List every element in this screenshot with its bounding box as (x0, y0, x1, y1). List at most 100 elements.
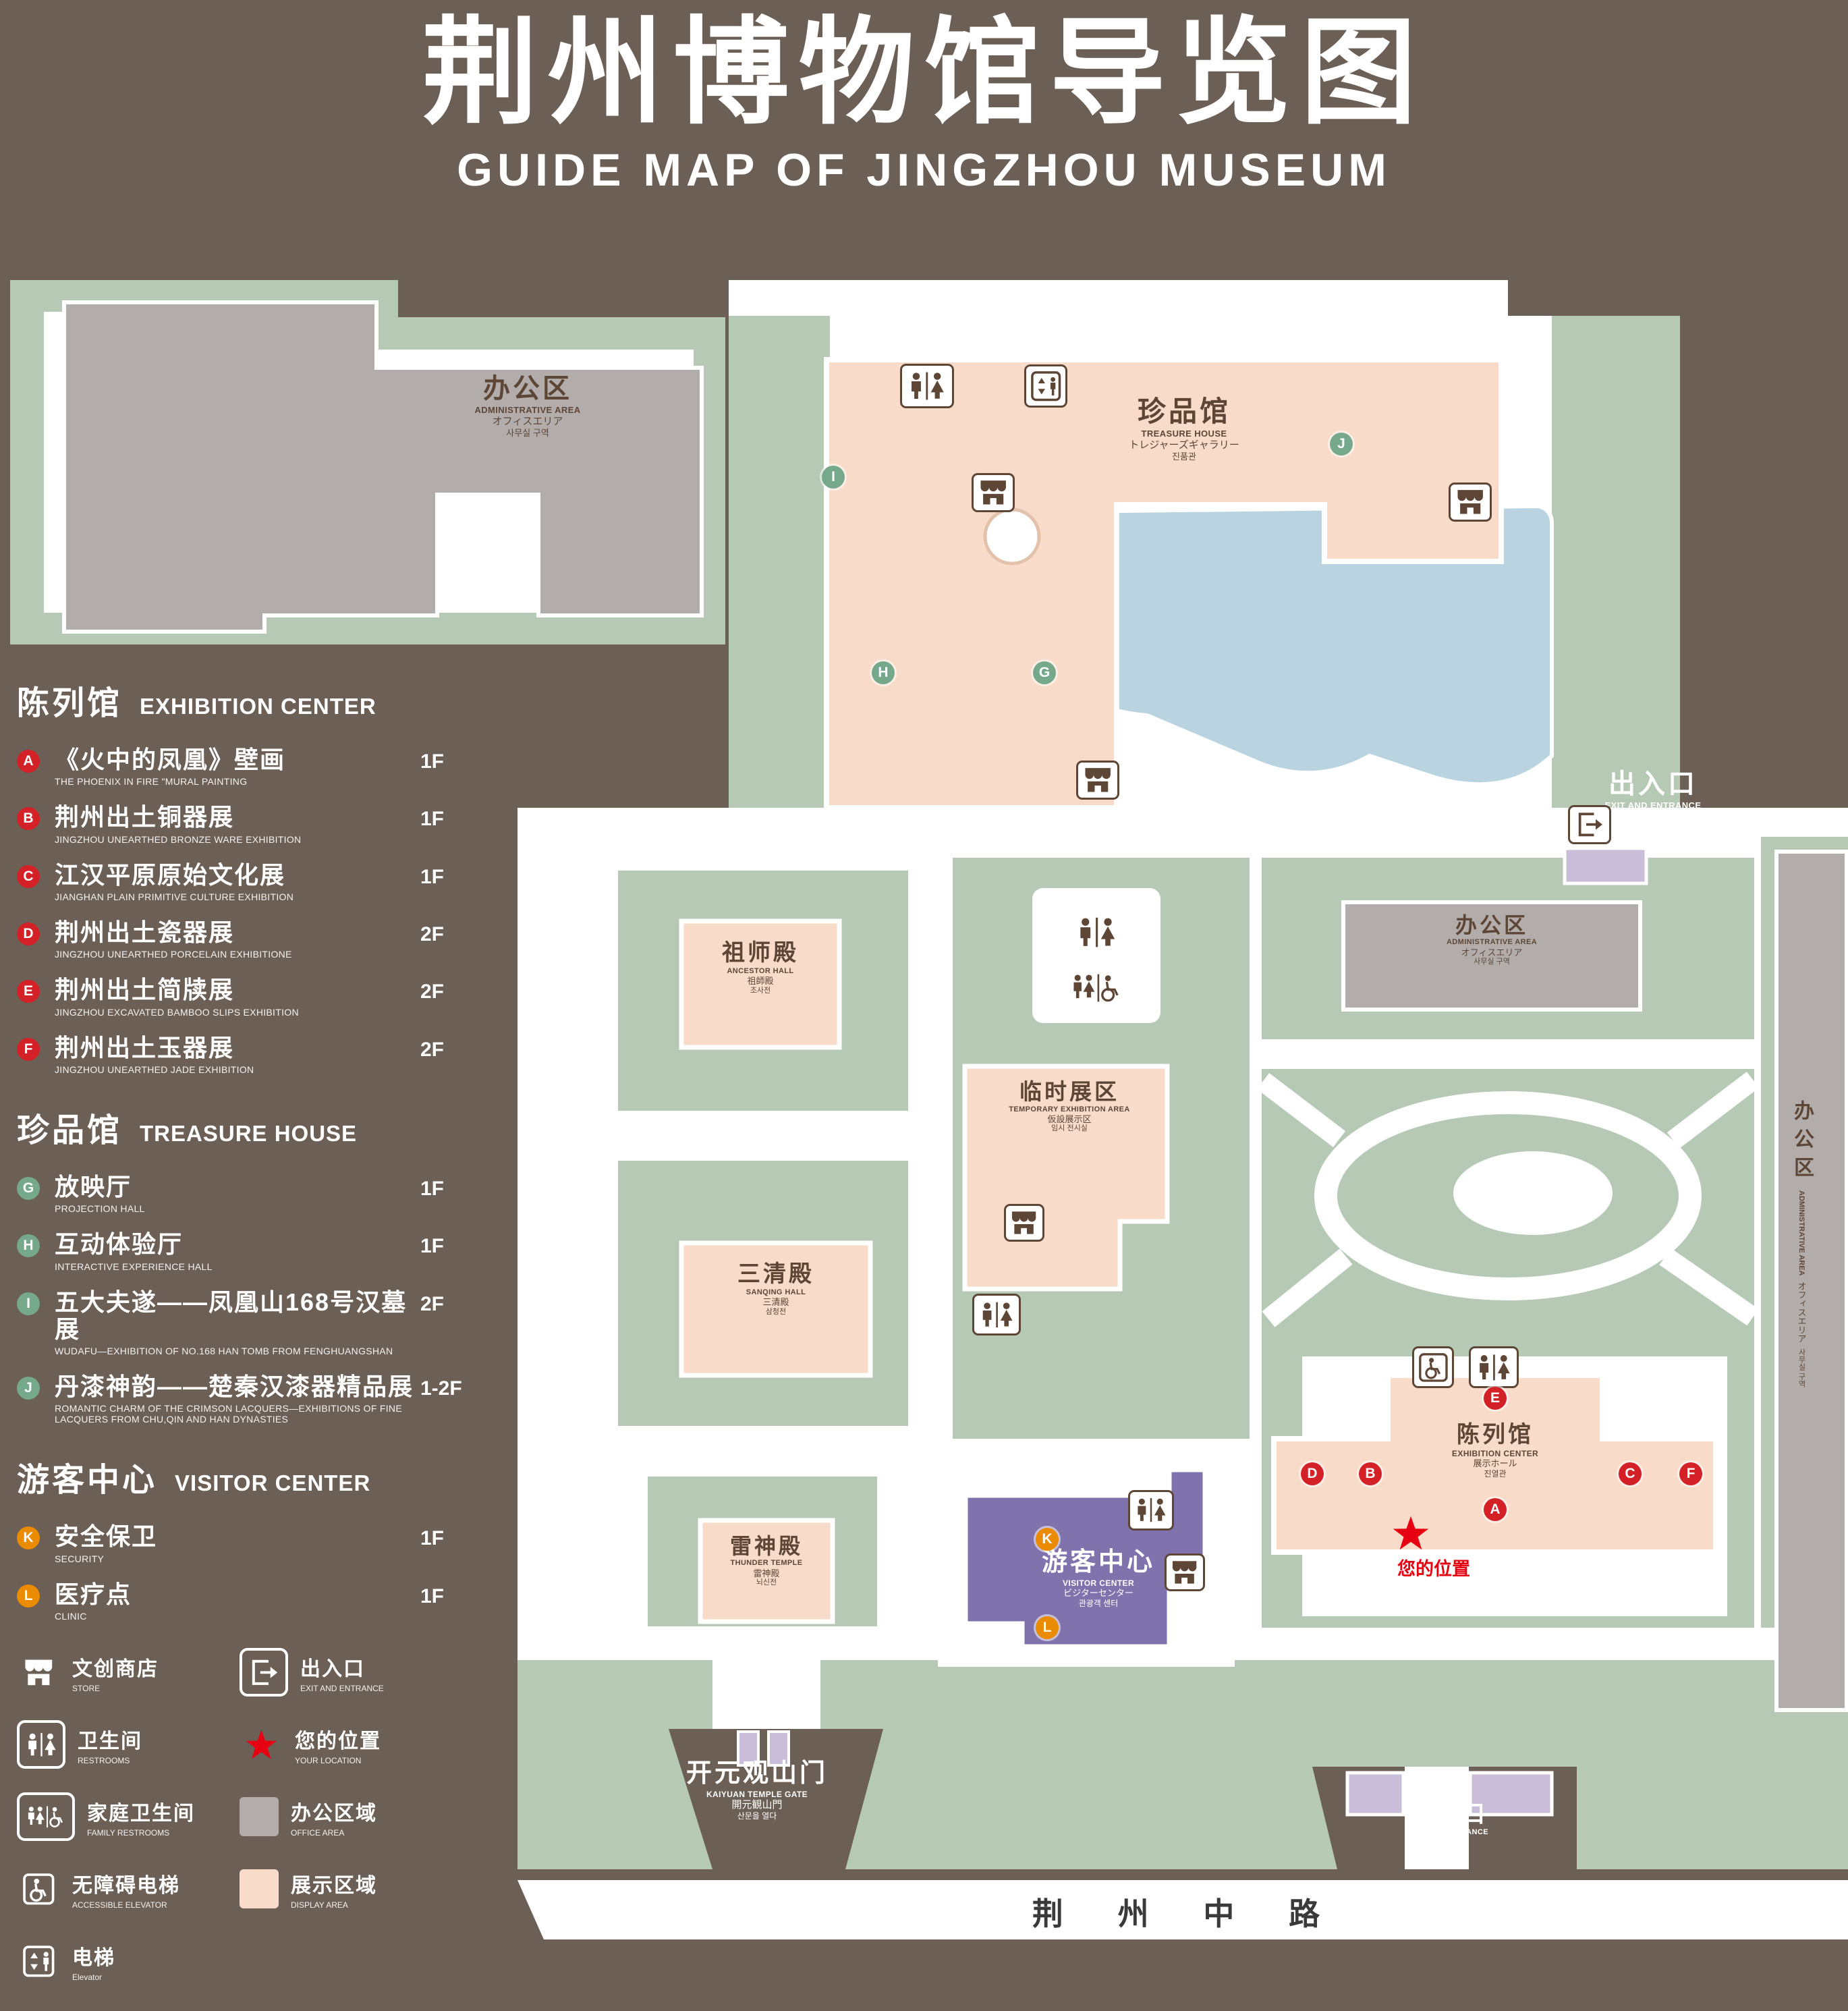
item-name-en: PROJECTION HALL (55, 1203, 145, 1215)
building-admin-right (1774, 850, 1848, 1712)
item-name-zh: 安全保卫 (55, 1522, 158, 1551)
label-admin-mid: 办公区 ADMINISTRATIVE AREA オフィスエリア 사무실 구역 (1446, 913, 1538, 966)
label-admin-topleft: 办公区 ADMINISTRATIVE AREA オフィスエリア 사무실 구역 (474, 374, 581, 438)
item-name-zh: 医疗点 (55, 1580, 132, 1608)
your-location-star-icon (240, 1723, 283, 1766)
section-title-en: TREASURE HOUSE (140, 1120, 358, 1146)
map-marker-C: C (1619, 1462, 1642, 1485)
notch-gate (669, 1729, 883, 1869)
item-floor: 1F (420, 865, 445, 888)
restroom-icon (972, 1294, 1021, 1335)
legend-section-header: 珍品馆 TREASURE HOUSE (17, 1103, 482, 1151)
map-marker-H: H (872, 661, 895, 684)
map-marker-G: G (1033, 661, 1056, 684)
store-icon (1449, 483, 1492, 522)
store-icon (17, 1651, 60, 1694)
item-floor: 1F (420, 1585, 445, 1607)
store-icon (1076, 761, 1119, 800)
item-name-zh: 互动体验厅 (55, 1230, 184, 1259)
marker-badge: E (17, 980, 40, 1003)
exit-entrance-icon (240, 1648, 288, 1697)
path-bottom-exit (1405, 1767, 1469, 1869)
restroom-icon (17, 1720, 65, 1769)
item-floor: 1F (420, 1527, 445, 1550)
zone-green-left-of-treasure (729, 316, 830, 808)
label-temporary-exhibition: 临时展区 TEMPORARY EXHIBITION AREA 仮設展示区 임시 … (1009, 1079, 1130, 1133)
restroom-icon (900, 364, 954, 408)
item-name-en: WUDAFU—EXHIBITION OF NO.168 HAN TOMB FRO… (55, 1346, 393, 1357)
marker-badge: D (17, 922, 40, 945)
item-name-en: JINGZHOU UNEARTHED PORCELAIN EXHIBITIONE (55, 949, 292, 960)
path-below-admin-mid (1262, 1039, 1754, 1069)
map-marker-F: F (1679, 1462, 1702, 1485)
elevator-icon (17, 1939, 60, 1983)
item-name-en: THE PHOENIX IN FIRE "MURAL PAINTING (55, 776, 248, 788)
legend-section-header: 游客中心 VISITOR CENTER (17, 1453, 482, 1500)
building-admin-topleft (62, 300, 704, 634)
entrance-block-gate-left (737, 1730, 760, 1767)
your-location-star-icon (1392, 1514, 1430, 1552)
item-floor: 2F (420, 981, 445, 1003)
office-area-swatch (240, 1797, 279, 1837)
poster-header: 荆州博物馆导览图 GUIDE MAP OF JINGZHOU MUSEUM (0, 12, 1848, 196)
label-admin-right: 办公区 ADMINISTRATIVE AREA オフィスエリア 사무실 구역 (1791, 1100, 1813, 1387)
family-restroom-icon (17, 1792, 75, 1842)
map-marker-E: E (1484, 1387, 1507, 1410)
label-road: 荆 州 中 路 (1032, 1896, 1343, 1931)
item-name-en: CLINIC (55, 1611, 87, 1622)
page-title: 荆州博物馆导览图 (422, 8, 1426, 138)
item-name-zh: 《火中的凤凰》壁画 (55, 746, 286, 773)
restroom-icon (1128, 1490, 1174, 1531)
item-name-zh: 荆州出土简牍展 (55, 976, 235, 1004)
item-name-en: ROMANTIC CHARM OF THE CRIMSON LACQUERS—E… (55, 1403, 402, 1425)
building-ancestor-hall (679, 918, 842, 1050)
entrance-block-top (1563, 846, 1648, 885)
legend-section-header: 陈列馆 EXHIBITION CENTER (17, 676, 482, 723)
label-kaiyuan-gate: 开元观山门 KAIYUAN TEMPLE GATE 開元観山門 산문을 열다 (685, 1759, 829, 1821)
building-thunder-temple (698, 1518, 835, 1624)
legend-item-A: A 《火中的凤凰》壁画 THE PHOENIX IN FIRE "MURAL PA… (17, 746, 482, 787)
section-title-zh: 珍品馆 (17, 1112, 123, 1149)
marker-badge: F (17, 1037, 40, 1061)
item-name-zh: 荆州出土玉器展 (55, 1033, 235, 1062)
item-floor: 1-2F (420, 1377, 462, 1400)
marker-badge: A (17, 750, 40, 773)
section-title-zh: 陈列馆 (17, 686, 123, 721)
item-name-en: JINGZHOU UNEARTHED BRONZE WARE EXHIBITIO… (55, 833, 302, 845)
entrance-block-bottom-left (1345, 1771, 1405, 1817)
entrance-block-bottom-right (1468, 1771, 1554, 1817)
item-name-zh: 荆州出土瓷器展 (55, 918, 235, 946)
item-floor: 1F (420, 750, 445, 773)
map-marker-I: I (822, 466, 845, 489)
garden-paths (1256, 1072, 1760, 1327)
item-name-zh: 丹漆神韵——楚秦汉漆器精品展 (55, 1373, 414, 1401)
building-exhibition-center (1271, 1373, 1718, 1555)
marker-badge: H (17, 1234, 40, 1258)
road-jingzhou-middle (517, 1880, 1848, 1939)
map-marker-B: B (1359, 1462, 1382, 1485)
item-name-zh: 江汉平原原始文化展 (55, 860, 286, 889)
building-sanqing-hall (679, 1240, 873, 1378)
map-marker-L: L (1036, 1616, 1059, 1639)
zone-green-right-of-treasure (1552, 316, 1680, 808)
item-name-en: JINGZHOU EXCAVATED BAMBOO SLIPS EXHIBITI… (55, 1006, 299, 1018)
marker-badge: G (17, 1176, 40, 1200)
item-name-en: INTERACTIVE EXPERIENCE HALL (55, 1261, 213, 1272)
item-floor: 2F (420, 1292, 445, 1315)
